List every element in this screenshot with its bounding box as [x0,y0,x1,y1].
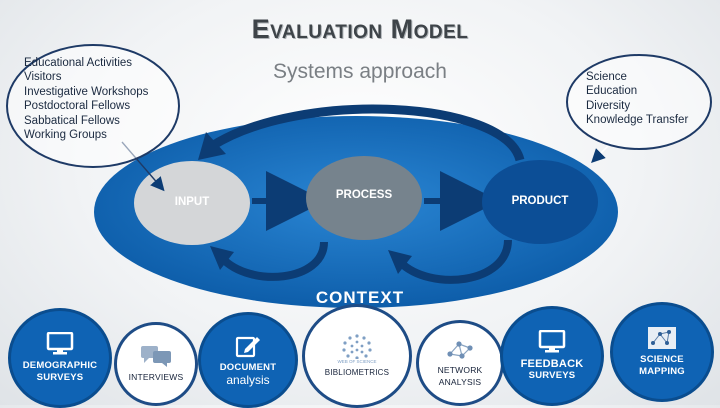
input-callout-item: Investigative Workshops [24,85,149,98]
method-label: BIBLIOMETRICS [324,368,390,377]
product-callout [566,54,712,150]
top-feedback-arrow [209,104,525,162]
method-document-analysis: DOCUMENT analysis [198,312,298,408]
product-callout-list: Science Education Diversity Knowledge Tr… [586,70,688,128]
input-callout-item: Postdoctoral Fellows [24,100,131,113]
method-label: SCIENCE [640,354,684,365]
product-label: PRODUCT [511,195,569,207]
method-label: INTERVIEWS [128,372,184,382]
method-sublabel: SURVEYS [528,370,576,381]
method-sublabel: SURVEYS [36,372,84,383]
product-callout-item: Science [586,71,627,83]
input-callout [6,44,180,168]
method-label: DOCUMENT [219,361,277,373]
input-callout-list: Educational Activities Visitors Investig… [24,56,148,142]
bottom-loop-arrow-2 [397,239,512,284]
input-callout-item: Working Groups [24,129,107,142]
method-bibliometrics: WEB OF SCIENCE BIBLIOMETRICS [302,304,412,408]
monitor-icon [46,332,74,355]
monitor-icon [538,330,566,353]
input-label: INPUT [174,196,210,208]
bottom-loop-arrowhead-2 [388,250,412,274]
page-subtitle: Systems approach [273,60,447,83]
bottom-loop-arrowhead-1 [210,246,234,270]
method-network-analysis: NETWORK ANALYSIS [416,320,504,406]
product-callout-item: Diversity [586,99,631,112]
method-label: FEEDBACK [520,358,584,370]
method-sublabel: ANALYSIS [438,377,482,387]
web-of-science-caption: WEB OF SCIENCE [337,359,377,364]
document-edit-icon [235,336,260,357]
page-title: Evaluation Model [251,14,469,44]
method-label: DEMOGRAPHIC [22,360,98,371]
bottom-loop-arrow-1 [219,241,328,281]
input-callout-item: Educational Activities [24,57,133,69]
process-label: PROCESS [335,189,393,201]
input-callout-item: Sabbatical Fellows [24,114,120,127]
product-node [482,160,598,244]
network-graph-icon [447,341,473,359]
input-callout-item: Visitors [24,71,62,84]
web-of-science-icon [342,334,372,359]
method-sublabel: MAPPING [639,366,685,377]
method-demographic-surveys: DEMOGRAPHIC SURVEYS [8,308,112,408]
method-interviews: INTERVIEWS [114,322,198,406]
chat-bubbles-icon [141,346,171,367]
method-sublabel: analysis [226,372,270,387]
method-feedback-surveys: FEEDBACK SURVEYS [500,306,604,406]
context-label: CONTEXT [315,288,405,307]
product-callout-item: Knowledge Transfer [586,114,689,127]
method-science-mapping: SCIENCE MAPPING [610,302,714,402]
top-feedback-arrowhead [198,132,226,160]
method-label: NETWORK [437,365,483,375]
product-callout-item: Education [586,85,638,98]
process-node [306,156,422,240]
science-map-icon [648,327,676,349]
